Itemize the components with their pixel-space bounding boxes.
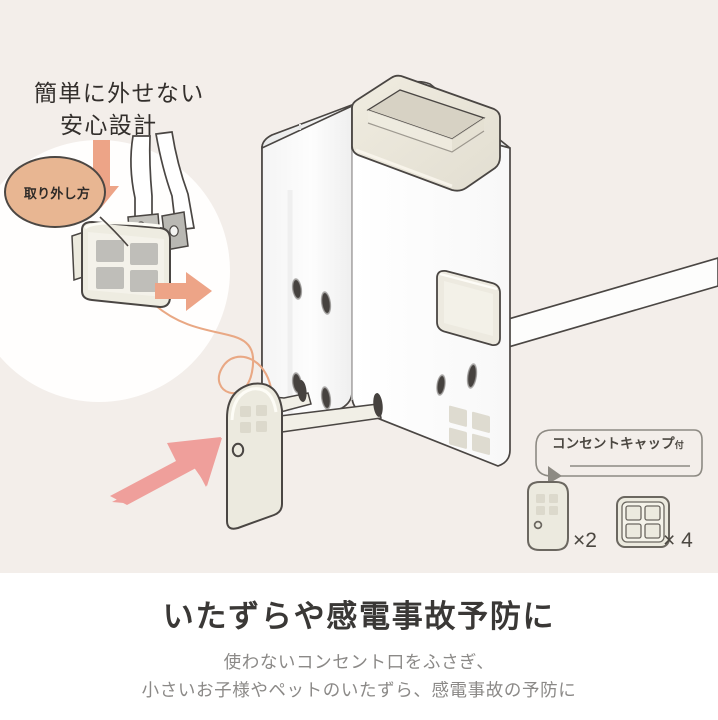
socket-front-upper[interactable]: [291, 277, 333, 315]
arrow-up-right-icon: [110, 437, 222, 505]
square-cap-qty: × 4: [663, 529, 693, 552]
square-cap-item: [616, 496, 670, 548]
headline-line-1: 簡単に外せない: [34, 79, 205, 106]
power-strip-body: [261, 80, 511, 467]
top-tray: [351, 74, 501, 192]
caption-subtitle: 使わないコンセント口をふさぎ、 小さいお子様やペットのいたずら、感電事故の予防に: [141, 652, 577, 701]
headline-line-2: 安心設計: [60, 112, 158, 139]
socket-front-lower[interactable]: [291, 371, 333, 410]
badge-removal-method: 取り外し方: [4, 156, 106, 228]
caption-title: いたずらや感電事故予防に: [162, 599, 556, 634]
plug-cap-qty: ×2: [573, 529, 597, 552]
callout-label-main: コンセントキャップ: [552, 436, 675, 451]
badge-label: 取り外し方: [23, 185, 91, 201]
socket-right[interactable]: [435, 362, 479, 396]
outlet-cap-square[interactable]: [436, 269, 501, 455]
callout-label-suffix: 付: [674, 440, 684, 450]
power-cord: [504, 257, 718, 350]
bottom-caption-panel: いたずらや感電事故予防に 使わないコンセント口をふさぎ、 小さいお子様やペットの…: [0, 573, 718, 720]
plug-cap-item: [527, 481, 569, 551]
outlet-plug-cap[interactable]: [226, 380, 384, 530]
page-title: 簡単に外せない 安心設計: [34, 44, 264, 175]
callout-label: コンセントキャップ付: [552, 432, 684, 452]
